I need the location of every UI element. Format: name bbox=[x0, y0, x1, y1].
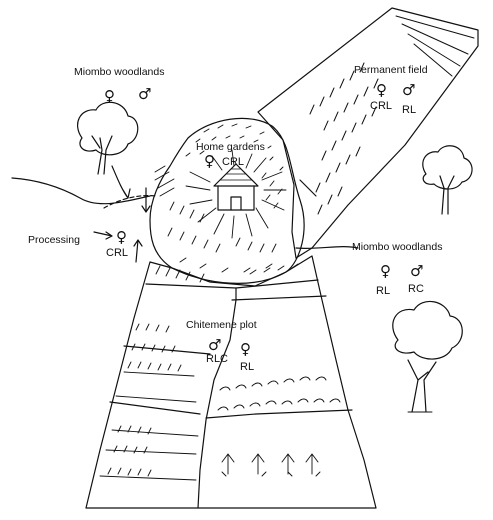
arrow-down-1 bbox=[141, 187, 151, 213]
code-miombo-right-male: RC bbox=[408, 283, 424, 295]
male-symbol-chitemene: ♂ bbox=[208, 336, 221, 354]
tree-right-upper bbox=[422, 145, 473, 215]
arrow-woodland-to-garden bbox=[111, 165, 131, 199]
hut-rays bbox=[185, 149, 287, 239]
female-symbol-home-gardens: ♀ bbox=[204, 152, 215, 170]
female-symbol-chitemene: ♀ bbox=[240, 340, 251, 358]
chitemene-plot-outline bbox=[85, 255, 377, 509]
male-symbol-permanent: ♂ bbox=[402, 81, 415, 99]
code-chitemene-female: RL bbox=[240, 361, 254, 373]
male-symbol-miombo-right: ♂ bbox=[410, 262, 423, 280]
code-permanent-female: CRL bbox=[370, 100, 392, 112]
code-miombo-right-female: RL bbox=[376, 285, 390, 297]
arrow-to-processing bbox=[93, 231, 113, 240]
home-garden-texture bbox=[154, 123, 284, 273]
label-chitemene-plot: Chitemene plot bbox=[186, 319, 257, 331]
chitemene-plot-divisions bbox=[109, 279, 353, 509]
code-chitemene-male: RLC bbox=[206, 353, 228, 365]
arrow-field bbox=[299, 179, 317, 197]
label-processing: Processing bbox=[28, 234, 80, 246]
code-home-gardens: CRL bbox=[222, 156, 244, 168]
river bbox=[11, 177, 151, 205]
chitemene-crops bbox=[99, 263, 341, 481]
code-permanent-male: RL bbox=[402, 104, 416, 116]
permanent-field-crops bbox=[309, 15, 475, 215]
tree-right-lower bbox=[392, 300, 463, 413]
arrow-chitemene-up bbox=[133, 239, 143, 263]
hut bbox=[213, 163, 259, 211]
female-symbol-processing: ♀ bbox=[116, 228, 127, 246]
female-symbol-permanent: ♀ bbox=[376, 81, 387, 99]
permanent-field-outline bbox=[257, 7, 479, 259]
home-garden-outline bbox=[149, 117, 305, 284]
label-home-gardens: Home gardens bbox=[196, 141, 265, 153]
female-symbol-miombo-right: ♀ bbox=[380, 262, 391, 280]
label-miombo-woodlands-left: Miombo woodlands bbox=[74, 66, 164, 78]
male-symbol-miombo-left: ♂ bbox=[138, 85, 151, 103]
path-dashed bbox=[103, 195, 157, 209]
label-miombo-woodlands-right: Miombo woodlands bbox=[352, 241, 442, 253]
river-right bbox=[295, 245, 359, 250]
code-processing: CRL bbox=[106, 247, 128, 259]
tree-left bbox=[77, 101, 139, 175]
female-symbol-miombo-left: ♀ bbox=[104, 87, 115, 105]
label-permanent-field: Permanent field bbox=[354, 64, 428, 76]
